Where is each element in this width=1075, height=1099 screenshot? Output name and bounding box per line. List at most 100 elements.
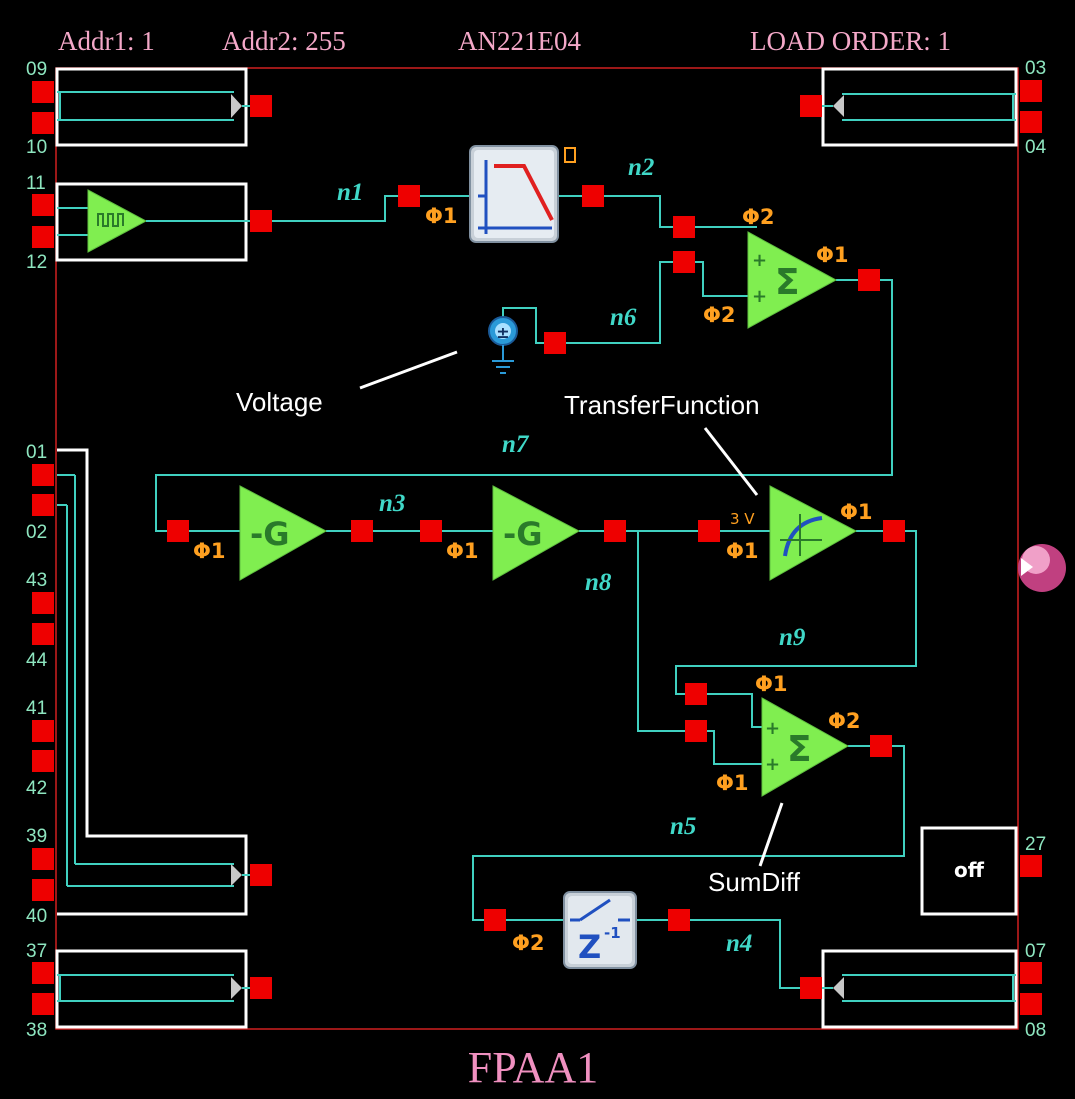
pad-01[interactable] bbox=[32, 464, 54, 486]
sumdiff-block-2[interactable]: Σ + + bbox=[761, 697, 850, 797]
pad-04[interactable] bbox=[1020, 111, 1042, 133]
gain-block-2[interactable]: -G bbox=[492, 485, 581, 581]
pad-12[interactable] bbox=[32, 226, 54, 248]
pad-39[interactable] bbox=[32, 848, 54, 870]
chip-outline bbox=[55, 67, 1019, 1030]
pad-42[interactable] bbox=[32, 750, 54, 772]
pin-07: 07 bbox=[1025, 941, 1046, 962]
wire-n7 bbox=[155, 279, 893, 532]
delay-block[interactable]: Z -1 bbox=[563, 891, 637, 969]
svg-text:+: + bbox=[765, 754, 780, 775]
voltage-source-icon[interactable]: ± bbox=[488, 316, 518, 374]
addr2-label: Addr2: 255 bbox=[222, 26, 346, 56]
svg-text:±: ± bbox=[496, 323, 509, 342]
pad-gain2-in[interactable] bbox=[420, 520, 442, 542]
pin-39: 39 bbox=[26, 826, 47, 847]
pad-delay-in[interactable] bbox=[484, 909, 506, 931]
pad-tf-out[interactable] bbox=[883, 520, 905, 542]
pin-38: 38 bbox=[26, 1020, 47, 1041]
pin-41: 41 bbox=[26, 698, 47, 719]
pad-sum2-in1[interactable] bbox=[685, 683, 707, 705]
io-cell-11-12[interactable] bbox=[55, 182, 250, 262]
pad-gain1-in[interactable] bbox=[167, 520, 189, 542]
pad-lpf-out[interactable] bbox=[582, 185, 604, 207]
svg-text:Z: Z bbox=[578, 928, 601, 966]
pad-03[interactable] bbox=[1020, 80, 1042, 102]
phase-sum2-in1: Φ1 bbox=[755, 672, 787, 696]
pad-10[interactable] bbox=[32, 112, 54, 134]
pin-03: 03 bbox=[1025, 58, 1046, 79]
net-label-n8: n8 bbox=[585, 569, 612, 596]
pad-lpf-in[interactable] bbox=[398, 185, 420, 207]
pin-40: 40 bbox=[26, 906, 47, 927]
addr1-label: Addr1: 1 bbox=[58, 26, 155, 56]
pad-08[interactable] bbox=[1020, 993, 1042, 1015]
pin-09: 09 bbox=[26, 59, 47, 80]
pad-38[interactable] bbox=[32, 993, 54, 1015]
tf-voltage-label: 3 V bbox=[730, 510, 755, 528]
pad-cell-37-out[interactable] bbox=[250, 977, 272, 999]
pad-sum1-out[interactable] bbox=[858, 269, 880, 291]
lowpass-filter-block[interactable] bbox=[469, 145, 559, 243]
pin-43: 43 bbox=[26, 570, 47, 591]
pad-tf-in[interactable] bbox=[698, 520, 720, 542]
pad-gain1-out[interactable] bbox=[351, 520, 373, 542]
pad-voltage-out[interactable] bbox=[544, 332, 566, 354]
pad-37[interactable] bbox=[32, 962, 54, 984]
pad-cell-09-out[interactable] bbox=[250, 95, 272, 117]
pad-cell-07-in[interactable] bbox=[800, 977, 822, 999]
block-settings-icon[interactable] bbox=[564, 147, 576, 163]
pad-sum2-out[interactable] bbox=[870, 735, 892, 757]
net-label-n1: n1 bbox=[337, 179, 363, 206]
off-button[interactable]: off bbox=[954, 858, 985, 882]
pad-07[interactable] bbox=[1020, 962, 1042, 984]
pad-sum1-in1[interactable] bbox=[673, 216, 695, 238]
pin-12: 12 bbox=[26, 252, 47, 273]
pad-41[interactable] bbox=[32, 720, 54, 742]
io-cell-09-10[interactable] bbox=[55, 67, 252, 147]
transfer-function-block[interactable] bbox=[769, 485, 858, 581]
chip-title: FPAA1 bbox=[468, 1043, 598, 1092]
pad-cell-03-in[interactable] bbox=[800, 95, 822, 117]
wire-n2 bbox=[604, 195, 673, 228]
sum-symbol: Σ bbox=[775, 262, 800, 303]
sumdiff-callout-line bbox=[758, 802, 784, 867]
svg-text:+: + bbox=[765, 718, 780, 739]
phase-gain2: Φ1 bbox=[446, 539, 478, 563]
pad-cell-11-out[interactable] bbox=[250, 210, 272, 232]
pad-11[interactable] bbox=[32, 194, 54, 216]
wire-n6 bbox=[566, 261, 673, 344]
pin-01: 01 bbox=[26, 442, 47, 463]
net-label-n4: n4 bbox=[726, 930, 752, 957]
pad-sum2-in2[interactable] bbox=[685, 720, 707, 742]
pad-27[interactable] bbox=[1020, 855, 1042, 877]
io-cell-03-04[interactable] bbox=[821, 67, 1018, 147]
pad-40[interactable] bbox=[32, 879, 54, 901]
phase-delay: Φ2 bbox=[512, 931, 544, 955]
load-order-label: LOAD ORDER: 1 bbox=[750, 26, 951, 56]
phase-sum1-in1: Φ2 bbox=[742, 205, 774, 229]
io-cell-01-02[interactable] bbox=[57, 448, 250, 916]
pad-delay-out[interactable] bbox=[668, 909, 690, 931]
off-cell[interactable] bbox=[920, 826, 1018, 916]
pad-43[interactable] bbox=[32, 592, 54, 614]
io-cell-07-08[interactable] bbox=[821, 949, 1018, 1029]
pad-cell-01-out[interactable] bbox=[250, 864, 272, 886]
device-label: AN221E04 bbox=[458, 26, 581, 56]
pin-44: 44 bbox=[26, 650, 48, 671]
phase-sum2-in2: Φ1 bbox=[716, 771, 748, 795]
svg-text:-G: -G bbox=[250, 515, 290, 553]
wire-n1 bbox=[272, 195, 398, 222]
io-cell-37-38[interactable] bbox=[55, 949, 250, 1029]
gain-block-1[interactable]: -G bbox=[239, 485, 328, 581]
pin-27: 27 bbox=[1025, 834, 1046, 855]
pad-44[interactable] bbox=[32, 623, 54, 645]
expand-arrow-icon[interactable] bbox=[1018, 544, 1066, 592]
pad-sum1-in2[interactable] bbox=[673, 251, 695, 273]
phase-gain1: Φ1 bbox=[193, 539, 225, 563]
pad-gain2-out[interactable] bbox=[604, 520, 626, 542]
pad-09[interactable] bbox=[32, 81, 54, 103]
sumdiff-block-1[interactable]: Σ + + bbox=[747, 231, 838, 329]
pad-02[interactable] bbox=[32, 494, 54, 516]
